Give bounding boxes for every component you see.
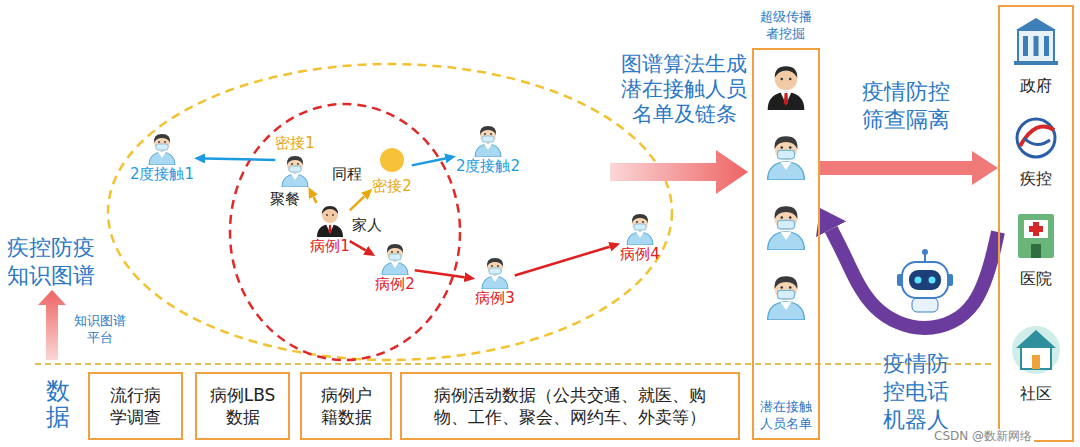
edge-label: 疫情防控电话机器人 xyxy=(880,350,952,434)
edge-label: 聚餐 xyxy=(268,190,302,209)
node-label: 密接2 xyxy=(372,177,412,196)
node-label: 社区 xyxy=(1006,385,1066,402)
edge-label: 同程 xyxy=(330,165,364,184)
node-label: 流行病学调查 xyxy=(108,384,164,428)
person-node: 密接1 xyxy=(275,134,315,187)
data-box: 病例户籍数据 xyxy=(300,372,392,440)
platform-label: 知识图谱平台 xyxy=(72,312,128,346)
node-label: 病例3 xyxy=(475,289,515,308)
agency-box: 政府疾控医院社区 xyxy=(998,5,1074,442)
contact-list-box: 超级传播者挖掘潜在接触人员名单 xyxy=(752,48,820,440)
node-label: 病例活动数据（公共交通、就医、购物、工作、聚会、网约车、外卖等） xyxy=(430,384,710,428)
node-label: 2度接触1 xyxy=(130,165,194,184)
up-arrow xyxy=(38,290,66,360)
person-node: 2度接触1 xyxy=(130,131,194,184)
algorithm-label: 图谱算法生成潜在接触人员名单及链条 xyxy=(620,52,748,127)
node-label: 潜在接触人员名单 xyxy=(757,398,815,432)
person-node: 病例2 xyxy=(375,241,415,294)
connector xyxy=(205,158,275,160)
person-node: 病例4 xyxy=(620,211,660,264)
data-box: 病例LBS数据 xyxy=(195,372,290,440)
node-label: 密接1 xyxy=(275,134,315,153)
person-node: 病例3 xyxy=(475,255,515,308)
node-label: 病例户籍数据 xyxy=(318,384,374,428)
node-label: 2度接触2 xyxy=(456,157,520,176)
data-box: 流行病学调查 xyxy=(88,372,183,440)
graph-title: 疾控防疫知识图谱 xyxy=(6,234,96,290)
list-icons xyxy=(768,66,805,320)
node-label: 病例4 xyxy=(620,245,660,264)
hospital-icon xyxy=(1018,214,1054,258)
contact-region xyxy=(108,64,672,360)
data-label: 数据 xyxy=(46,378,70,431)
connector xyxy=(820,161,972,175)
government-icon xyxy=(1014,18,1058,65)
node-label: 病例LBS数据 xyxy=(205,384,281,428)
community-icon xyxy=(1012,326,1060,374)
connector xyxy=(415,270,465,277)
node-label: 超级传播者挖掘 xyxy=(757,8,815,42)
data-box: 病例活动数据（公共交通、就医、购物、工作、聚会、网约车、外卖等） xyxy=(400,372,740,440)
connector xyxy=(313,197,316,203)
node-label: 医院 xyxy=(1006,270,1066,287)
node-label: 病例2 xyxy=(375,275,415,294)
cdc-icon xyxy=(1017,119,1055,157)
divider-line xyxy=(35,363,995,365)
connector xyxy=(350,196,365,210)
robot-icon xyxy=(897,249,953,312)
connector xyxy=(350,241,366,250)
node-label: 疾控 xyxy=(1006,170,1066,187)
connector xyxy=(515,247,610,276)
person-node: 病例1 xyxy=(310,203,350,256)
person-node: 2度接触2 xyxy=(456,123,520,176)
node-label: 政府 xyxy=(1006,77,1066,94)
person-node: 密接2 xyxy=(372,143,412,196)
person-icons xyxy=(149,126,653,289)
watermark: CSDN @数新网络 xyxy=(932,429,1034,444)
edge-label: 疫情防控筛查隔离 xyxy=(860,78,952,134)
close-contact-region xyxy=(230,104,460,360)
connector xyxy=(831,229,998,328)
node-label: 病例1 xyxy=(310,237,350,256)
connector xyxy=(412,158,445,165)
big-arrow xyxy=(610,150,748,194)
edge-label: 家人 xyxy=(350,216,384,235)
